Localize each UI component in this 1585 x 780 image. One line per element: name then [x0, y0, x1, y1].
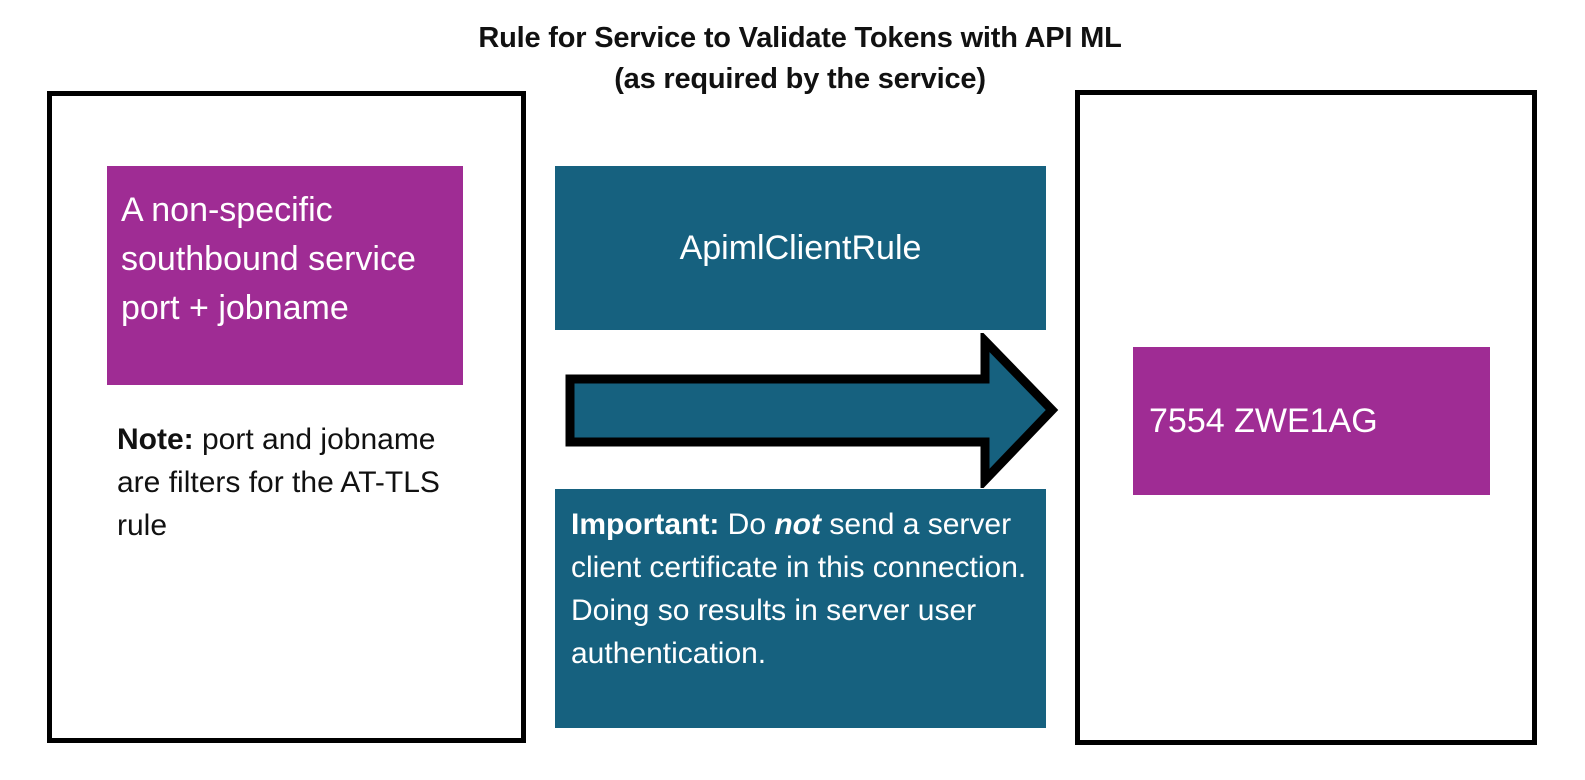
important-note-box: Important: Do not send a server client c…	[555, 489, 1046, 728]
important-segment-2: send a server client certificate in this…	[571, 508, 1027, 670]
important-prefix: Important:	[571, 508, 720, 541]
note-prefix: Note:	[117, 423, 194, 456]
important-segment-1: Do	[719, 508, 775, 541]
right-arrow-icon	[565, 333, 1059, 488]
target-endpoint-box: 7554 ZWE1AG	[1133, 347, 1490, 495]
note-text: Note: port and jobname are filters for t…	[117, 418, 477, 547]
source-endpoint-box: A non-specific southbound service port +…	[107, 166, 463, 385]
title-line-1: Rule for Service to Validate Tokens with…	[478, 22, 1122, 54]
page-title: Rule for Service to Validate Tokens with…	[340, 18, 1260, 100]
important-emphasis: not	[774, 508, 821, 541]
title-line-2: (as required by the service)	[614, 63, 986, 95]
note-body: port and jobname are filters for the AT-…	[117, 423, 440, 542]
rule-name-box: ApimlClientRule	[555, 166, 1046, 330]
